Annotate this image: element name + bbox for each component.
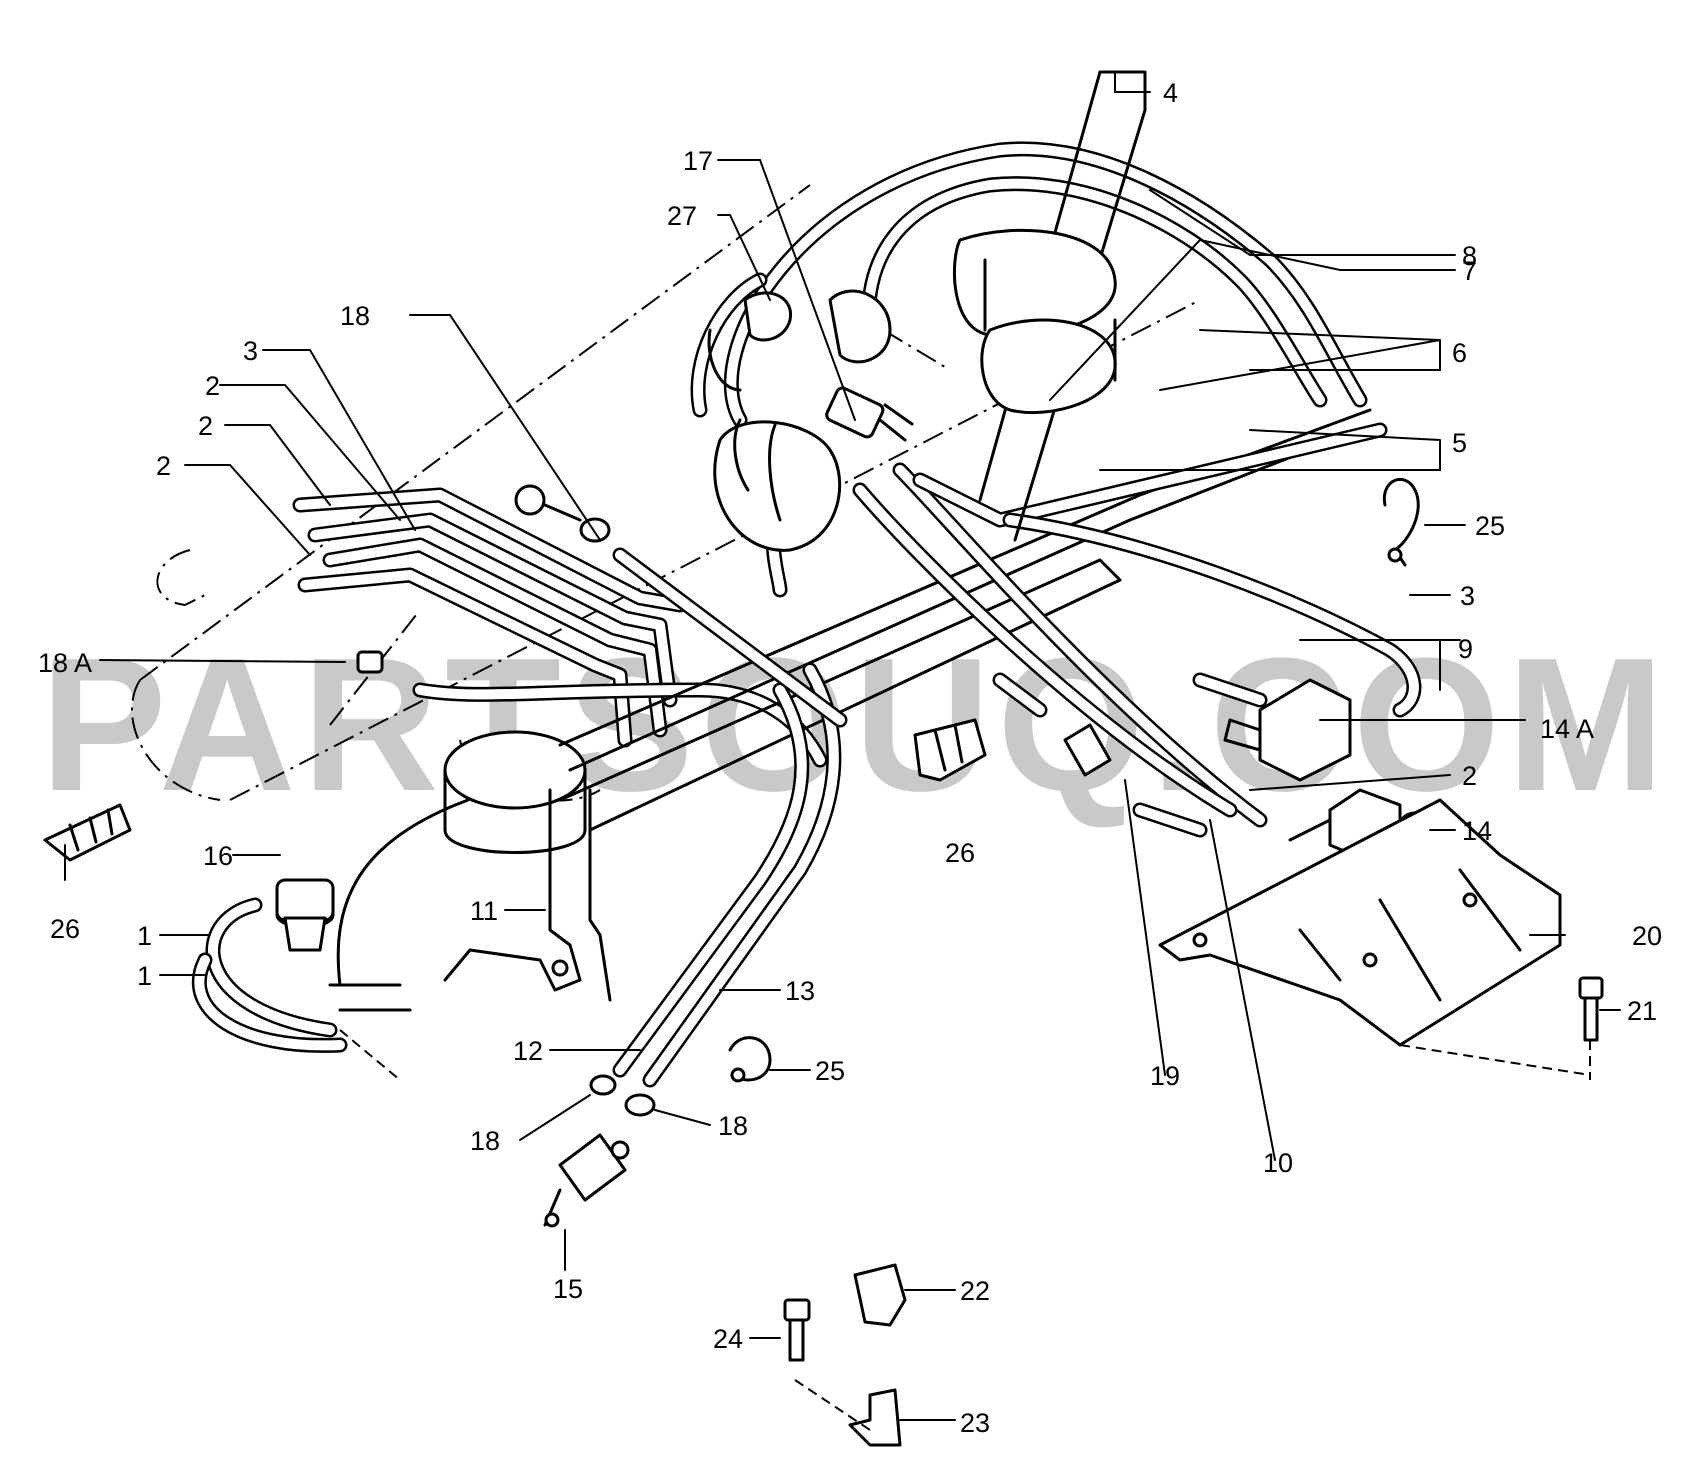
check-valve-19	[1063, 723, 1112, 777]
callout-6: 6	[1452, 338, 1467, 368]
callout-11: 11	[470, 896, 498, 926]
callout-14a: 14 A	[1540, 714, 1594, 744]
clip-25-right	[1382, 477, 1420, 567]
fitting-18-top	[514, 484, 611, 543]
callout-15: 15	[553, 1274, 583, 1304]
callout-19: 19	[1150, 1061, 1180, 1091]
callout-2-b: 2	[198, 411, 213, 441]
callout-labels: 4 17 27 8 7 6 18 3 2 2 2 5 25 3 9 18 A 1…	[38, 78, 1662, 1438]
callout-23: 23	[960, 1408, 990, 1438]
callout-3-right: 3	[1460, 581, 1475, 611]
hoses-1	[192, 897, 412, 1081]
clip-18a	[356, 650, 384, 674]
vacuum-actuator	[952, 228, 1117, 415]
bellows-boot	[713, 418, 842, 552]
callout-27: 27	[667, 201, 697, 231]
callout-17: 17	[683, 146, 713, 176]
callout-2-right: 2	[1462, 761, 1477, 791]
hoses-12-13	[612, 547, 848, 1088]
callout-8: 8	[1462, 241, 1477, 271]
callout-21: 21	[1627, 996, 1657, 1026]
hoses-center	[766, 422, 1422, 838]
callout-25-right: 25	[1475, 511, 1505, 541]
callout-2-c: 2	[156, 451, 171, 481]
callout-9: 9	[1458, 634, 1473, 664]
callout-22: 22	[960, 1276, 990, 1306]
valve-15	[543, 1133, 630, 1228]
clip-27	[707, 291, 792, 392]
bracket-23	[848, 1388, 902, 1447]
callout-10: 10	[1263, 1148, 1293, 1178]
callout-18-left: 18	[470, 1126, 500, 1156]
callout-26-mid: 26	[945, 838, 975, 868]
bolt-21	[1399, 976, 1604, 1080]
callout-1-b: 1	[137, 961, 152, 991]
callout-1-a: 1	[137, 921, 152, 951]
clip-22	[853, 1263, 907, 1327]
clip-25-lower	[728, 1036, 772, 1083]
callout-18a: 18 A	[38, 648, 92, 678]
vacuum-switch-16	[275, 878, 335, 952]
callout-18-top: 18	[340, 301, 370, 331]
clip-26-mid	[913, 718, 987, 782]
callout-13: 13	[785, 976, 815, 1006]
watermark: PARTSOUQ.COM	[40, 619, 1671, 831]
callout-2-a: 2	[205, 371, 220, 401]
callout-12: 12	[513, 1036, 543, 1066]
callout-24: 24	[713, 1324, 743, 1354]
callout-4: 4	[1163, 78, 1178, 108]
callout-3-left: 3	[243, 336, 258, 366]
callout-20: 20	[1632, 921, 1662, 951]
bracket-20	[1158, 798, 1562, 1047]
callout-7: 7	[1462, 256, 1477, 286]
bolt-24	[783, 1298, 871, 1431]
clips-18-lower	[589, 1074, 656, 1117]
callout-5: 5	[1452, 428, 1467, 458]
callout-14: 14	[1462, 816, 1492, 846]
callout-25-low: 25	[815, 1056, 845, 1086]
callout-18-right: 18	[718, 1111, 748, 1141]
leader-lines	[64, 71, 1621, 1421]
callout-26-left: 26	[50, 914, 80, 944]
callout-16: 16	[203, 841, 233, 871]
sensor-17	[825, 289, 914, 442]
clip-26-left	[43, 803, 132, 862]
valve-14a	[1223, 678, 1352, 782]
